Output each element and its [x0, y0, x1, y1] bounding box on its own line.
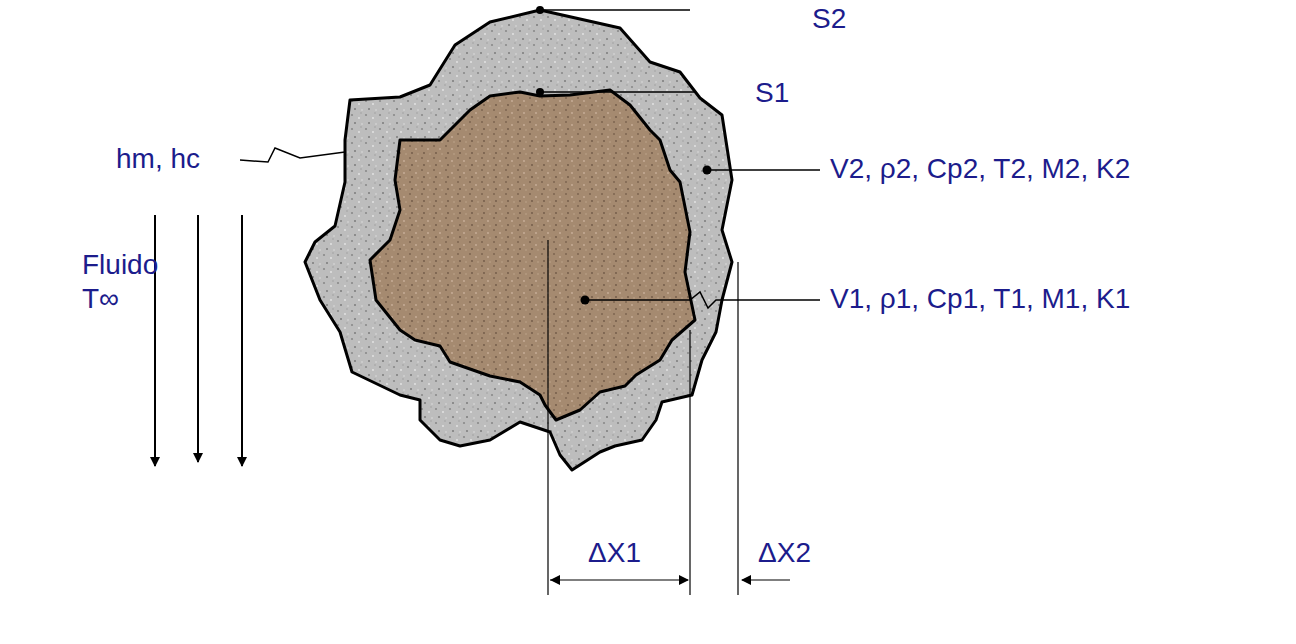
coefficient-label: hm, hc	[116, 142, 200, 176]
fluid-label: Fluido T∞	[82, 248, 177, 315]
outer-shell	[305, 10, 732, 470]
inner-core	[370, 90, 695, 420]
dimension-lines	[548, 240, 790, 595]
fluid-arrows	[155, 215, 242, 466]
leader-lines	[240, 10, 820, 308]
dimension-arrowhead	[550, 575, 560, 585]
leader-dots	[536, 6, 712, 305]
property-label: V2, ρ2, Cp2, T2, M2, K2	[830, 152, 1130, 186]
property-label: V1, ρ1, Cp1, T1, M1, K1	[830, 282, 1130, 316]
dimension-label: ΔX2	[758, 536, 811, 570]
dimension-label: ΔX1	[588, 536, 641, 570]
surface-label: S2	[812, 2, 846, 36]
surface-label: S1	[755, 76, 789, 110]
